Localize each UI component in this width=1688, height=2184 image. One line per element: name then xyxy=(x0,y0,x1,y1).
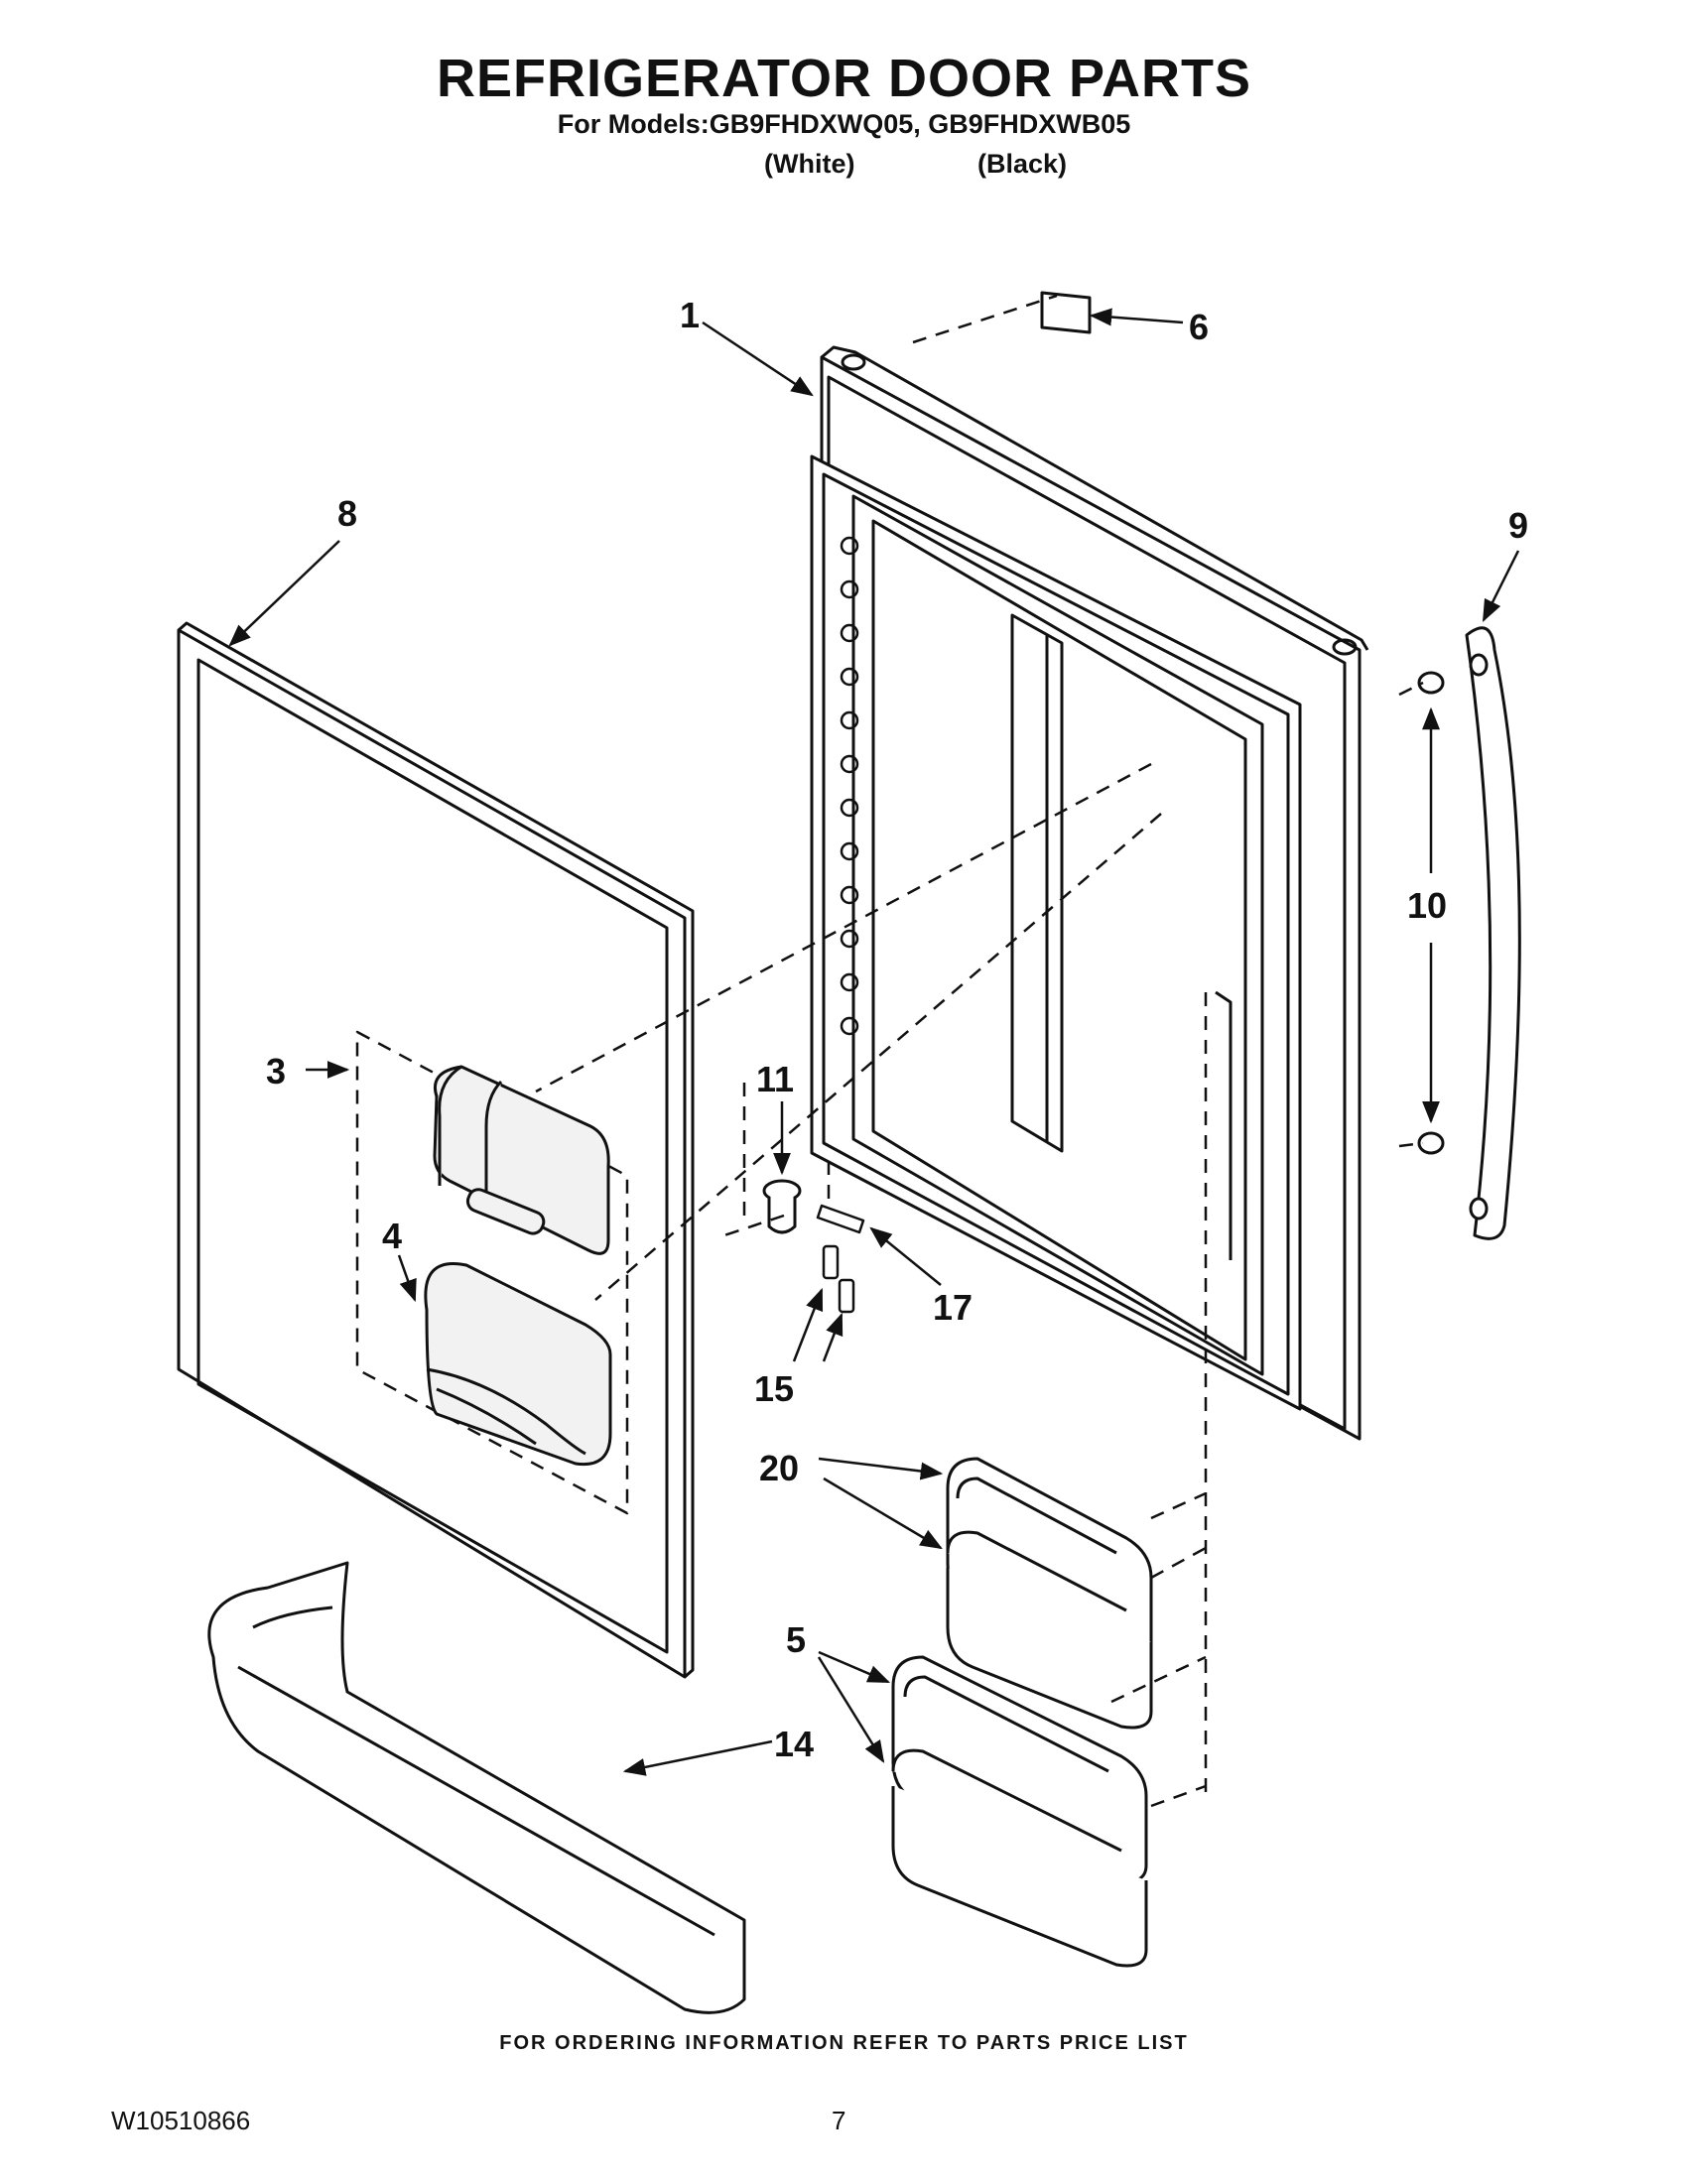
callout-6: 6 xyxy=(1189,307,1209,347)
callout-arrows xyxy=(228,308,1520,1776)
callout-11: 11 xyxy=(756,1059,794,1099)
color-label-black: (Black) xyxy=(977,149,1068,179)
ordering-info-note: FOR ORDERING INFORMATION REFER TO PARTS … xyxy=(499,2032,1189,2054)
callout-14: 14 xyxy=(774,1724,814,1764)
page-title: REFRIGERATOR DOOR PARTS xyxy=(436,49,1252,108)
callout-8: 8 xyxy=(337,493,357,534)
alignment-dashed-lines xyxy=(535,294,1424,1808)
handle-spacer-part-10 xyxy=(1417,671,1445,1155)
callout-3: 3 xyxy=(266,1051,286,1092)
page-number: 7 xyxy=(832,2106,846,2135)
document-number: W10510866 xyxy=(111,2106,251,2135)
plug-part-11 xyxy=(762,1179,802,1234)
callout-15: 15 xyxy=(754,1368,794,1409)
door-bin-part-14 xyxy=(207,1561,746,2014)
callout-10: 10 xyxy=(1407,885,1447,926)
screws-part-15 xyxy=(822,1244,855,1314)
callout-4: 4 xyxy=(382,1216,402,1256)
callout-20: 20 xyxy=(759,1448,799,1488)
door-frame-bolt-holes xyxy=(840,536,859,1036)
models-line: For Models:GB9FHDXWQ05, GB9FHDXWB05 xyxy=(557,109,1131,139)
callout-17: 17 xyxy=(933,1287,973,1328)
dispenser-cover-part-3 xyxy=(433,1065,610,1255)
door-handle-part-9 xyxy=(1465,626,1521,1240)
door-frame-part-1 xyxy=(810,345,1369,1441)
label-part-6 xyxy=(1040,291,1092,334)
callout-5: 5 xyxy=(786,1619,806,1660)
door-bins-part-5 xyxy=(891,1655,1148,1968)
bracket-part-17 xyxy=(816,1204,865,1234)
callout-1: 1 xyxy=(680,295,700,335)
color-label-white: (White) xyxy=(764,149,855,179)
callout-9: 9 xyxy=(1508,505,1528,546)
dispenser-bin-part-4 xyxy=(424,1262,612,1467)
door-bins-part-20 xyxy=(946,1457,1153,1730)
